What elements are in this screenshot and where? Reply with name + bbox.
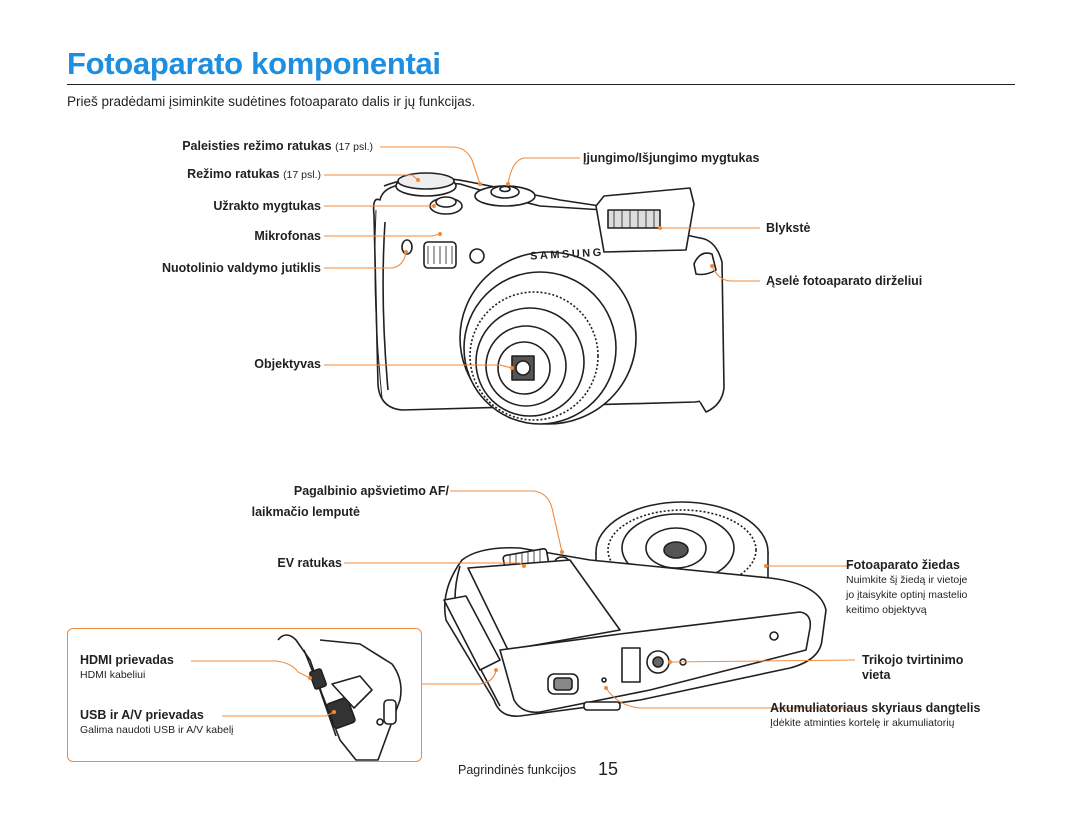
leader-dots [308, 178, 768, 714]
battery-cover-callout: Akumuliatoriaus skyriaus dangtelis Įdėki… [770, 701, 981, 731]
brand-logo-text: SAMSUNG [530, 247, 604, 263]
usb-port-label: USB ir A/V prievadas [80, 708, 204, 722]
lens-label: Objektyvas [254, 357, 321, 371]
hdmi-port-label: HDMI prievadas [80, 653, 174, 667]
microphone-label: Mikrofonas [254, 229, 321, 243]
title-divider [67, 84, 1015, 85]
tripod-label-line2: vieta [862, 668, 891, 682]
page-number: 15 [598, 759, 619, 779]
ports-inset-illustration [277, 634, 402, 761]
strap-eyelet-label: Ąselė fotoaparato dirželiui [766, 274, 923, 288]
camera-front-illustration [372, 172, 725, 425]
power-button-label: Įjungimo/Išjungimo mygtukas [583, 151, 760, 165]
page-title: Fotoaparato komponentai [67, 46, 441, 81]
af-lamp-label-line2: laikmačio lemputė [251, 505, 360, 519]
camera-bottom-illustration [443, 501, 827, 717]
shutter-button-label: Užrakto mygtukas [213, 199, 321, 213]
tripod-callout: Trikojo tvirtinimo vieta [862, 653, 963, 683]
battery-cover-label: Akumuliatoriaus skyriaus dangtelis [770, 701, 981, 715]
lens-ring-desc-2: jo įtaisykite optinį mastelio [846, 589, 968, 601]
launch-mode-dial-label: Paleisties režimo ratukas (17 psl.) [182, 139, 373, 153]
usb-callout: USB ir A/V prievadas Galima naudoti USB … [80, 708, 234, 738]
footer-section-name: Pagrindinės funkcijos [458, 763, 577, 777]
lens-ring-desc-1: Nuimkite šį žiedą ir vietoje [846, 574, 968, 586]
lens-ring-callout: Fotoaparato žiedas Nuimkite šį žiedą ir … [846, 558, 967, 618]
lens-ring-desc-3: keitimo objektyvą [846, 604, 927, 616]
usb-port-desc: Galima naudoti USB ir A/V kabelį [80, 724, 234, 736]
flash-label: Blykstė [766, 221, 811, 235]
ports-inset-box [67, 628, 422, 762]
battery-cover-desc: Įdėkite atminties kortelę ir akumuliator… [770, 717, 955, 729]
intro-text: Prieš pradėdami įsiminkite sudėtines fot… [67, 94, 476, 109]
af-lamp-label-line1: Pagalbinio apšvietimo AF/ [293, 484, 449, 498]
remote-sensor-label: Nuotolinio valdymo jutiklis [161, 261, 321, 275]
ev-dial-label: EV ratukas [277, 556, 342, 570]
tripod-label-line1: Trikojo tvirtinimo [862, 653, 964, 667]
hdmi-callout: HDMI prievadas HDMI kabeliui [80, 653, 174, 683]
mode-dial-label: Režimo ratukas (17 psl.) [187, 167, 321, 181]
leader-lines [191, 146, 860, 717]
lens-ring-label: Fotoaparato žiedas [846, 558, 960, 572]
hdmi-port-desc: HDMI kabeliui [80, 669, 146, 681]
